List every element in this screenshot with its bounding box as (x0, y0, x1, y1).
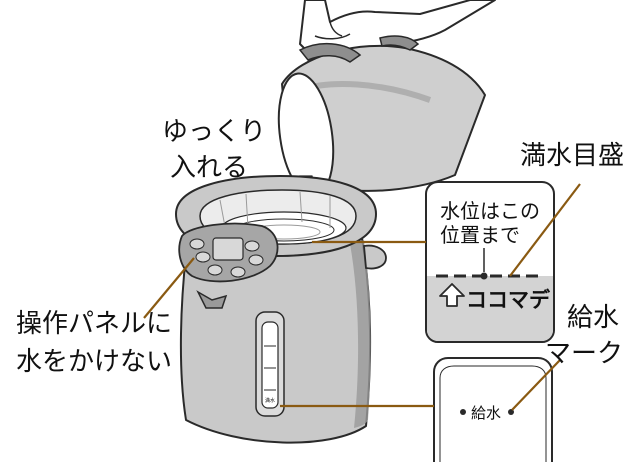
panel-warning-line2: 水をかけない (16, 347, 172, 377)
water-level-note-line2: 位置まで (440, 223, 520, 247)
supply-mark-label-line1: 給水 (567, 303, 619, 333)
leader-line-panel (143, 257, 195, 319)
panel-button (244, 240, 260, 252)
pour-slowly-label-line1: ゆっくり (162, 117, 266, 147)
dot-icon (480, 272, 488, 280)
supply-mark-inset: 給水 (433, 357, 553, 462)
water-level-note-line1: 水位はこの (440, 199, 540, 223)
dot-icon (460, 409, 466, 415)
panel-display (212, 237, 244, 261)
panel-warning-line1: 操作パネルに (16, 309, 172, 339)
water-level-inset: 水位はこの 位置まで ココマデ (425, 181, 555, 343)
panel-button (207, 264, 223, 276)
full-water-mark-label: 満水目盛 (520, 141, 624, 171)
panel-button (195, 251, 211, 263)
pitcher-with-hand (277, 0, 496, 239)
kokomade-text: ココマデ (466, 288, 551, 312)
panel-button (189, 238, 205, 250)
supply-inset-frame (433, 357, 553, 462)
thermo-pot: 満水 (174, 174, 387, 444)
up-arrow-icon (439, 283, 465, 307)
dot-icon (508, 409, 514, 415)
gauge-text: 満水 (265, 397, 275, 404)
supply-mark-text: 給水 (471, 404, 501, 422)
leader-line-full-mark (509, 183, 581, 277)
supply-mark-label-line2: マーク (545, 339, 623, 369)
panel-button (230, 266, 246, 278)
pour-slowly-label-line2: 入れる (170, 153, 248, 183)
leader-lines (143, 183, 581, 411)
panel-button (248, 254, 264, 266)
leader-line-supply (511, 359, 561, 411)
